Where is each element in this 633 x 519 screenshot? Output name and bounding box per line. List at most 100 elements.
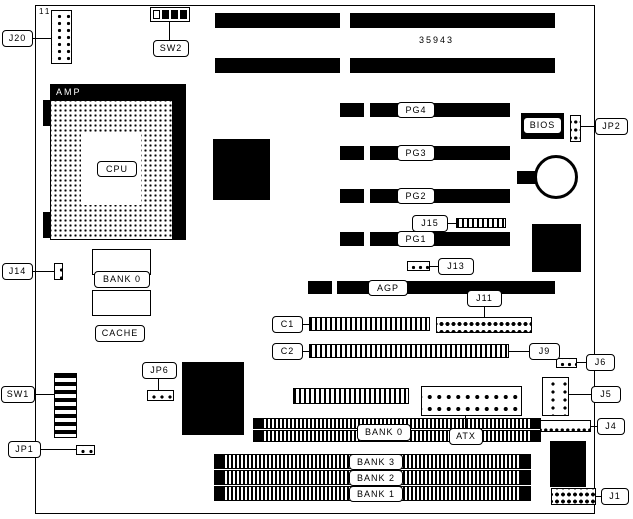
leader-sw2	[169, 22, 170, 40]
leader-sw1	[35, 394, 54, 395]
slot-clip	[531, 419, 540, 428]
sw2-dip-switch	[150, 7, 190, 22]
slot-clip	[521, 487, 530, 500]
socket-tab-top	[43, 100, 51, 126]
sw2-cell	[162, 10, 169, 19]
slot-key-notch	[364, 189, 370, 203]
corner-mark: 11	[39, 7, 52, 16]
chipset-3	[182, 362, 244, 435]
sw2-cell	[171, 10, 178, 19]
callout-j11: J11	[467, 290, 502, 307]
callout-bank0-dimm: BANK 0	[357, 424, 411, 441]
leader-j5	[569, 394, 591, 395]
socket-tab-bottom	[43, 212, 51, 238]
callout-pg3: PG3	[397, 145, 435, 161]
j13-jumper	[407, 261, 430, 271]
jp6-jumper	[147, 390, 174, 401]
callout-jp1: JP1	[8, 441, 41, 458]
jp1-jumper	[76, 445, 95, 455]
isa-slot-bar-3	[215, 58, 340, 73]
callout-cache: CACHE	[95, 325, 145, 342]
callout-bank2: BANK 2	[349, 470, 403, 486]
callout-jp2: JP2	[595, 118, 628, 135]
callout-j20: J20	[2, 30, 33, 47]
leader-j13	[430, 266, 438, 267]
isa-slot-bar-1	[215, 13, 340, 28]
sw2-cell	[153, 10, 160, 19]
leader-c1	[303, 324, 309, 325]
callout-j14: J14	[2, 263, 33, 280]
isa-slot-bar-2	[350, 13, 555, 28]
callout-pg1: PG1	[397, 231, 435, 247]
slot-key-notch	[364, 103, 370, 117]
callout-bank3: BANK 3	[349, 454, 403, 470]
callout-j4: J4	[597, 418, 625, 435]
callout-atx: ATX	[449, 428, 483, 445]
j14-jumper	[54, 263, 63, 280]
callout-agp: AGP	[368, 280, 408, 296]
amp-socket-top-bar: AMP	[50, 84, 173, 100]
cache-chip-b	[92, 290, 151, 316]
callout-j6: J6	[586, 354, 615, 371]
chipset-2	[532, 224, 581, 272]
callout-j1: J1	[601, 488, 629, 505]
isa-slot-bar-4	[350, 58, 555, 73]
leader-j20	[33, 38, 51, 39]
callout-c2: C2	[272, 343, 303, 360]
agp-slot	[308, 281, 555, 294]
chipset-4	[550, 441, 586, 487]
slot-clip	[254, 431, 263, 441]
chipset-1	[213, 139, 270, 200]
leader-j6	[577, 362, 586, 363]
amp-label: AMP	[56, 87, 82, 97]
slot-clip	[521, 471, 530, 484]
leader-j14	[33, 271, 54, 272]
c2-ide-connector	[309, 344, 509, 358]
slot-clip	[254, 419, 263, 428]
cmos-battery	[534, 155, 578, 199]
callout-cpu: CPU	[97, 161, 137, 177]
callout-j15: J15	[412, 215, 448, 232]
callout-j5: J5	[591, 386, 621, 403]
callout-pg2: PG2	[397, 188, 435, 204]
callout-bios: BIOS	[523, 117, 562, 134]
slot-clip	[215, 471, 224, 484]
j1-connector	[551, 488, 596, 505]
leader-j1	[596, 496, 601, 497]
slot-key-notch	[332, 281, 337, 294]
leader-c2	[303, 351, 309, 352]
leader-jp2	[581, 126, 595, 127]
leader-j9	[509, 351, 529, 352]
slot-clip	[215, 455, 224, 468]
callout-jp6: JP6	[142, 362, 177, 379]
sw2-cell	[180, 10, 187, 19]
leader-j11	[484, 307, 485, 317]
callout-sw2: SW2	[153, 40, 189, 57]
slot-key-notch	[364, 232, 370, 246]
atx-power-connector	[421, 386, 522, 416]
leader-atx	[465, 416, 466, 428]
slot-clip	[215, 487, 224, 500]
callout-bank1: BANK 1	[349, 486, 403, 502]
j5-header	[542, 377, 569, 416]
slot-clip	[521, 455, 530, 468]
j15-pin-strip	[456, 218, 506, 228]
slot-clip	[531, 431, 540, 441]
j20-pin-header	[51, 10, 72, 64]
j6-header	[556, 358, 577, 368]
j11-header	[436, 317, 532, 333]
leader-jp6	[158, 379, 159, 390]
callout-j13: J13	[438, 258, 474, 275]
callout-j9: J9	[529, 343, 560, 360]
board-part-number: 35943	[419, 35, 455, 45]
leader-j4	[591, 426, 597, 427]
j4-header	[540, 420, 591, 432]
jp2-jumper	[570, 115, 581, 142]
callout-pg4: PG4	[397, 102, 435, 118]
socket-side-bar	[173, 84, 186, 240]
front-panel-header	[293, 388, 409, 404]
leader-j15	[448, 223, 456, 224]
callout-sw1: SW1	[1, 386, 35, 403]
sw1-dip-switch	[54, 373, 77, 438]
